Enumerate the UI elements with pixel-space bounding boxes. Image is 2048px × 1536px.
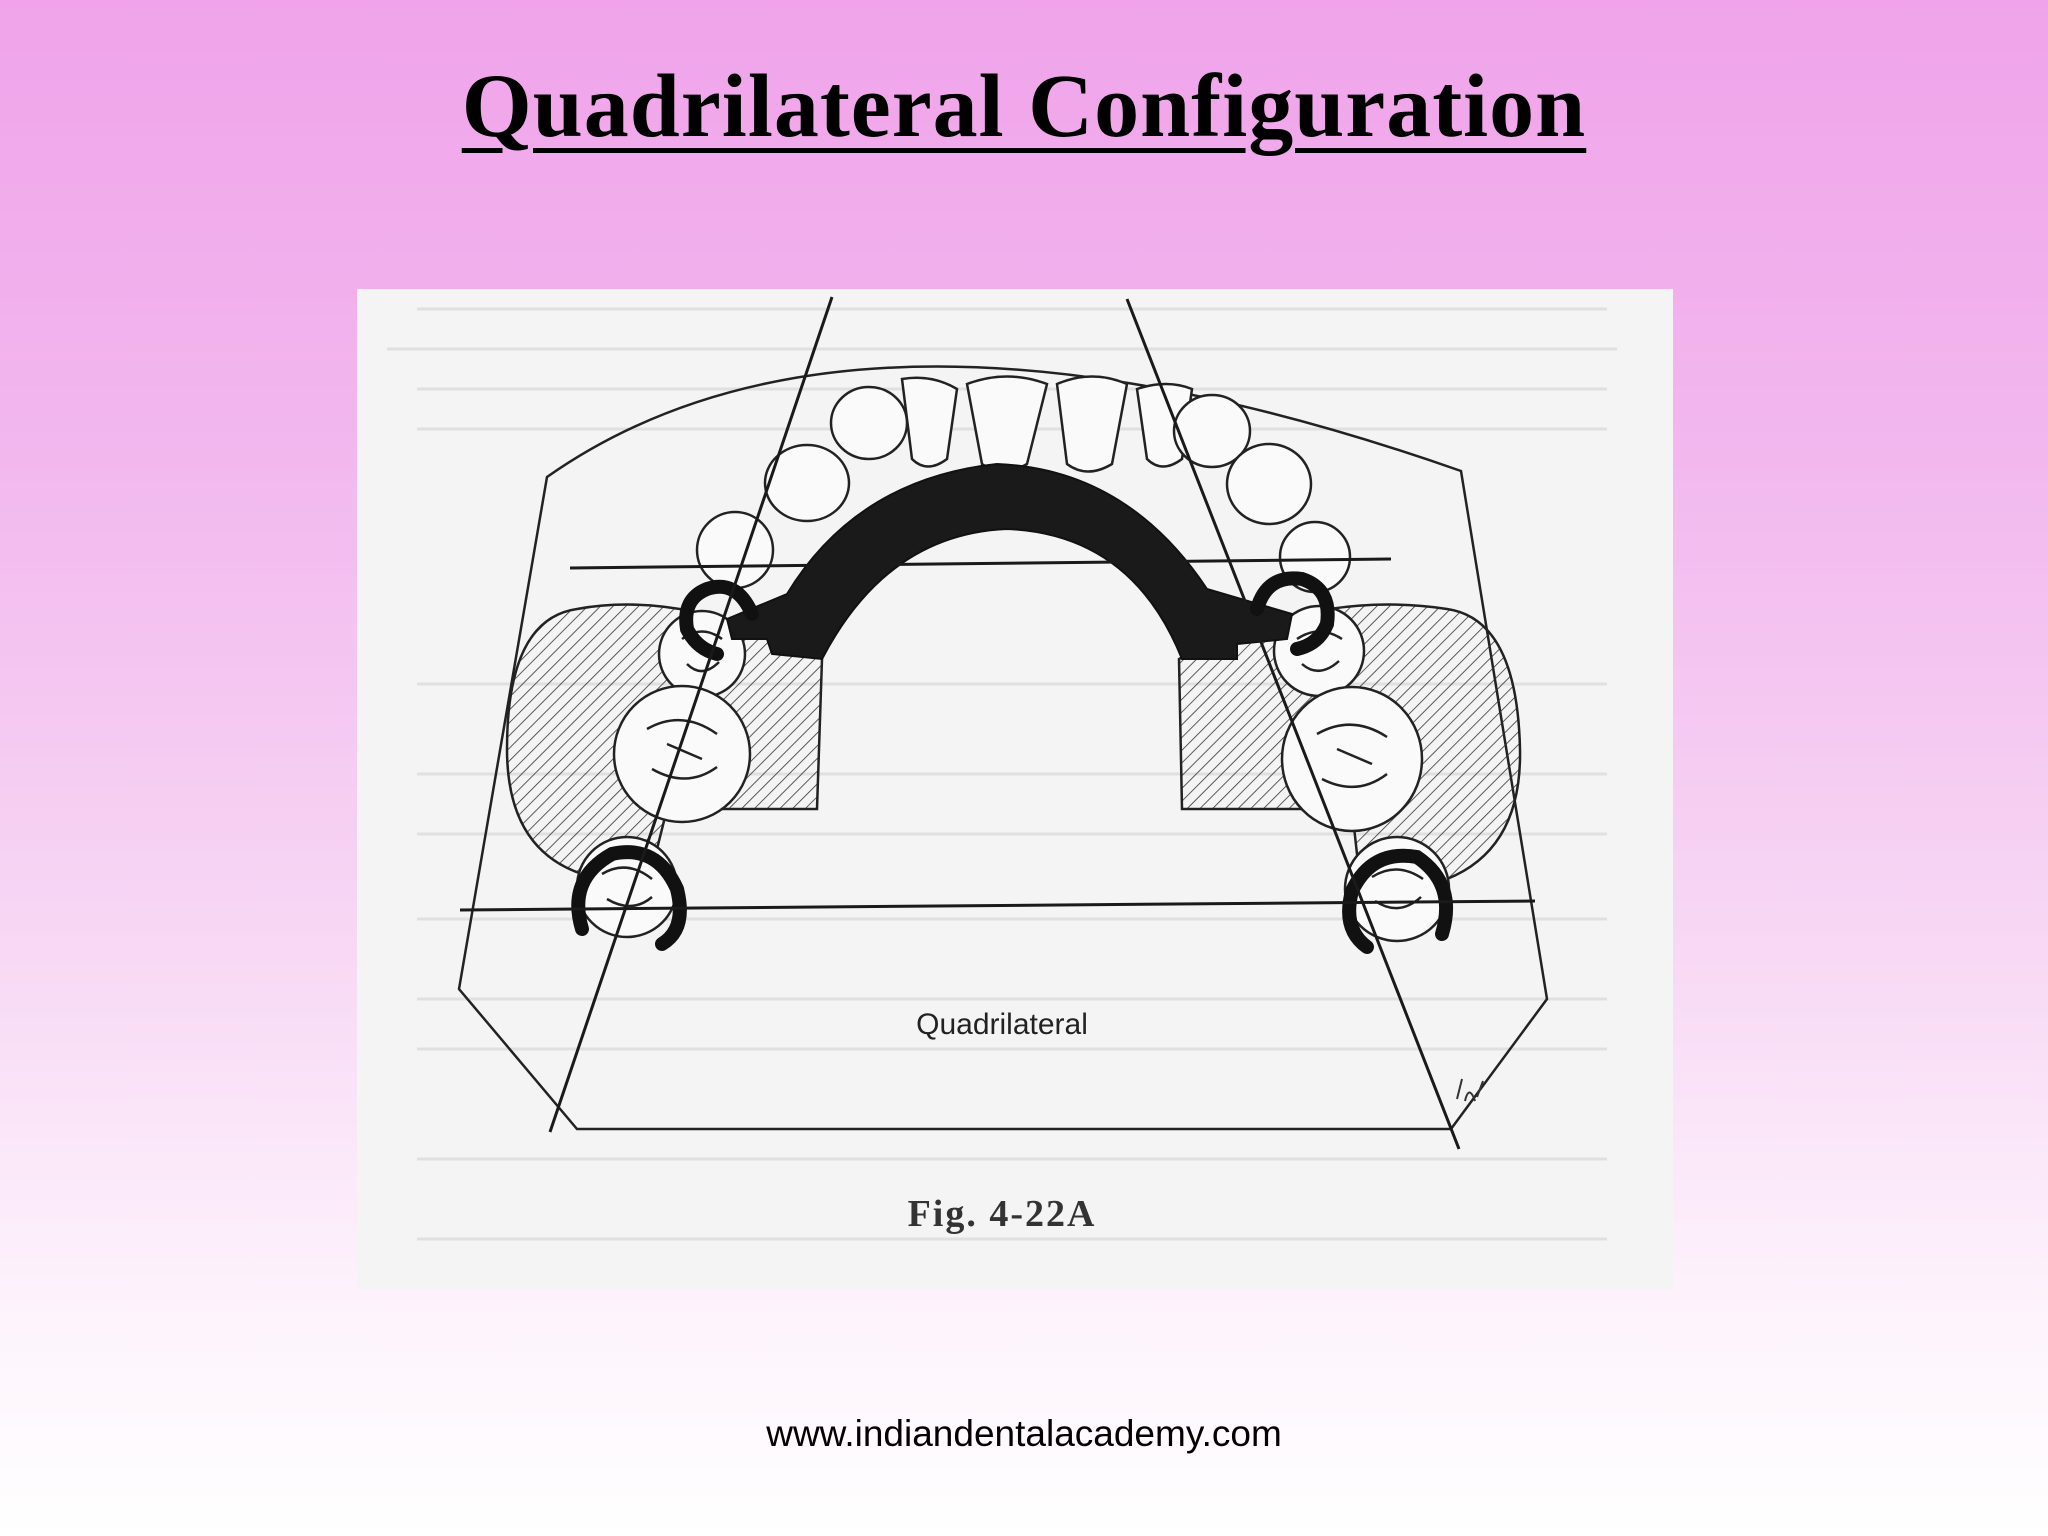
artist-signature [1456,1078,1484,1102]
figure-caption: Fig. 4-22A [908,1193,1097,1235]
slide-title: Quadrilateral Configuration [461,57,1587,156]
major-connector [725,462,1294,661]
quadrilateral-diagram: Quadrilateral Fig. 4-22A [387,296,1617,1241]
quadrilateral-lines [459,296,1536,1150]
footer-url: www.indiandentalacademy.com [766,1413,1282,1454]
arch-outline [457,365,1549,1131]
clasps [571,571,1454,954]
diagram-label: Quadrilateral [916,1008,1088,1041]
figure-panel: Quadrilateral Fig. 4-22A [357,289,1673,1289]
